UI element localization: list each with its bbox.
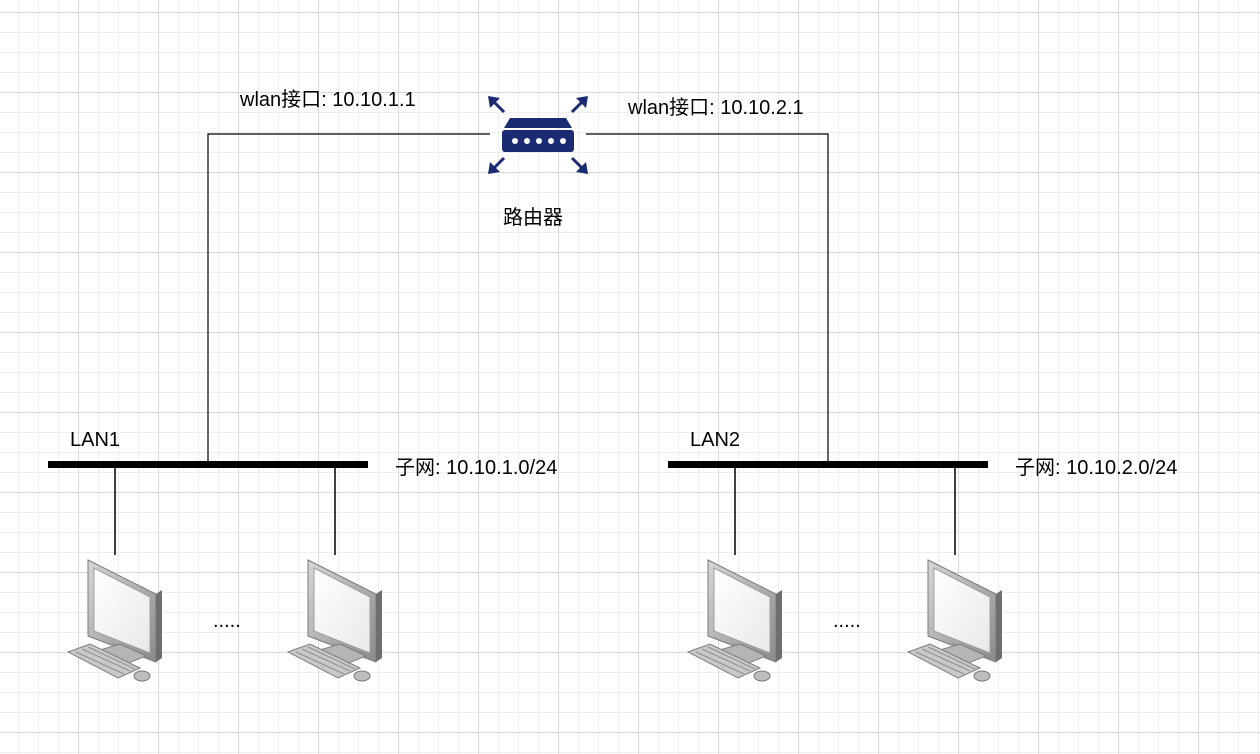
router-left-interface-label: wlan接口: 10.10.1.1 bbox=[240, 89, 416, 111]
lan2-label: LAN2 bbox=[690, 429, 741, 451]
router-icon[interactable] bbox=[488, 96, 588, 174]
lan1-bus bbox=[48, 461, 368, 468]
lan2-ellipsis: ..... bbox=[833, 610, 861, 632]
uplink-lan1 bbox=[207, 133, 490, 464]
lan1-label: LAN1 bbox=[70, 429, 121, 451]
lan2-subnet-label: 子网: 10.10.2.0/24 bbox=[1015, 457, 1178, 479]
computer-icon[interactable] bbox=[287, 559, 383, 682]
lan1-subnet-label: 子网: 10.10.1.0/24 bbox=[395, 457, 558, 479]
computer-icon[interactable] bbox=[687, 559, 783, 682]
computer-icon[interactable] bbox=[907, 559, 1003, 682]
uplink-lan2 bbox=[586, 133, 829, 464]
router-name-label: 路由器 bbox=[503, 207, 563, 229]
computer-icon[interactable] bbox=[67, 559, 163, 682]
router-right-interface-label: wlan接口: 10.10.2.1 bbox=[628, 97, 804, 119]
lan1-ellipsis: ..... bbox=[213, 610, 241, 632]
lan2-bus bbox=[668, 461, 988, 468]
